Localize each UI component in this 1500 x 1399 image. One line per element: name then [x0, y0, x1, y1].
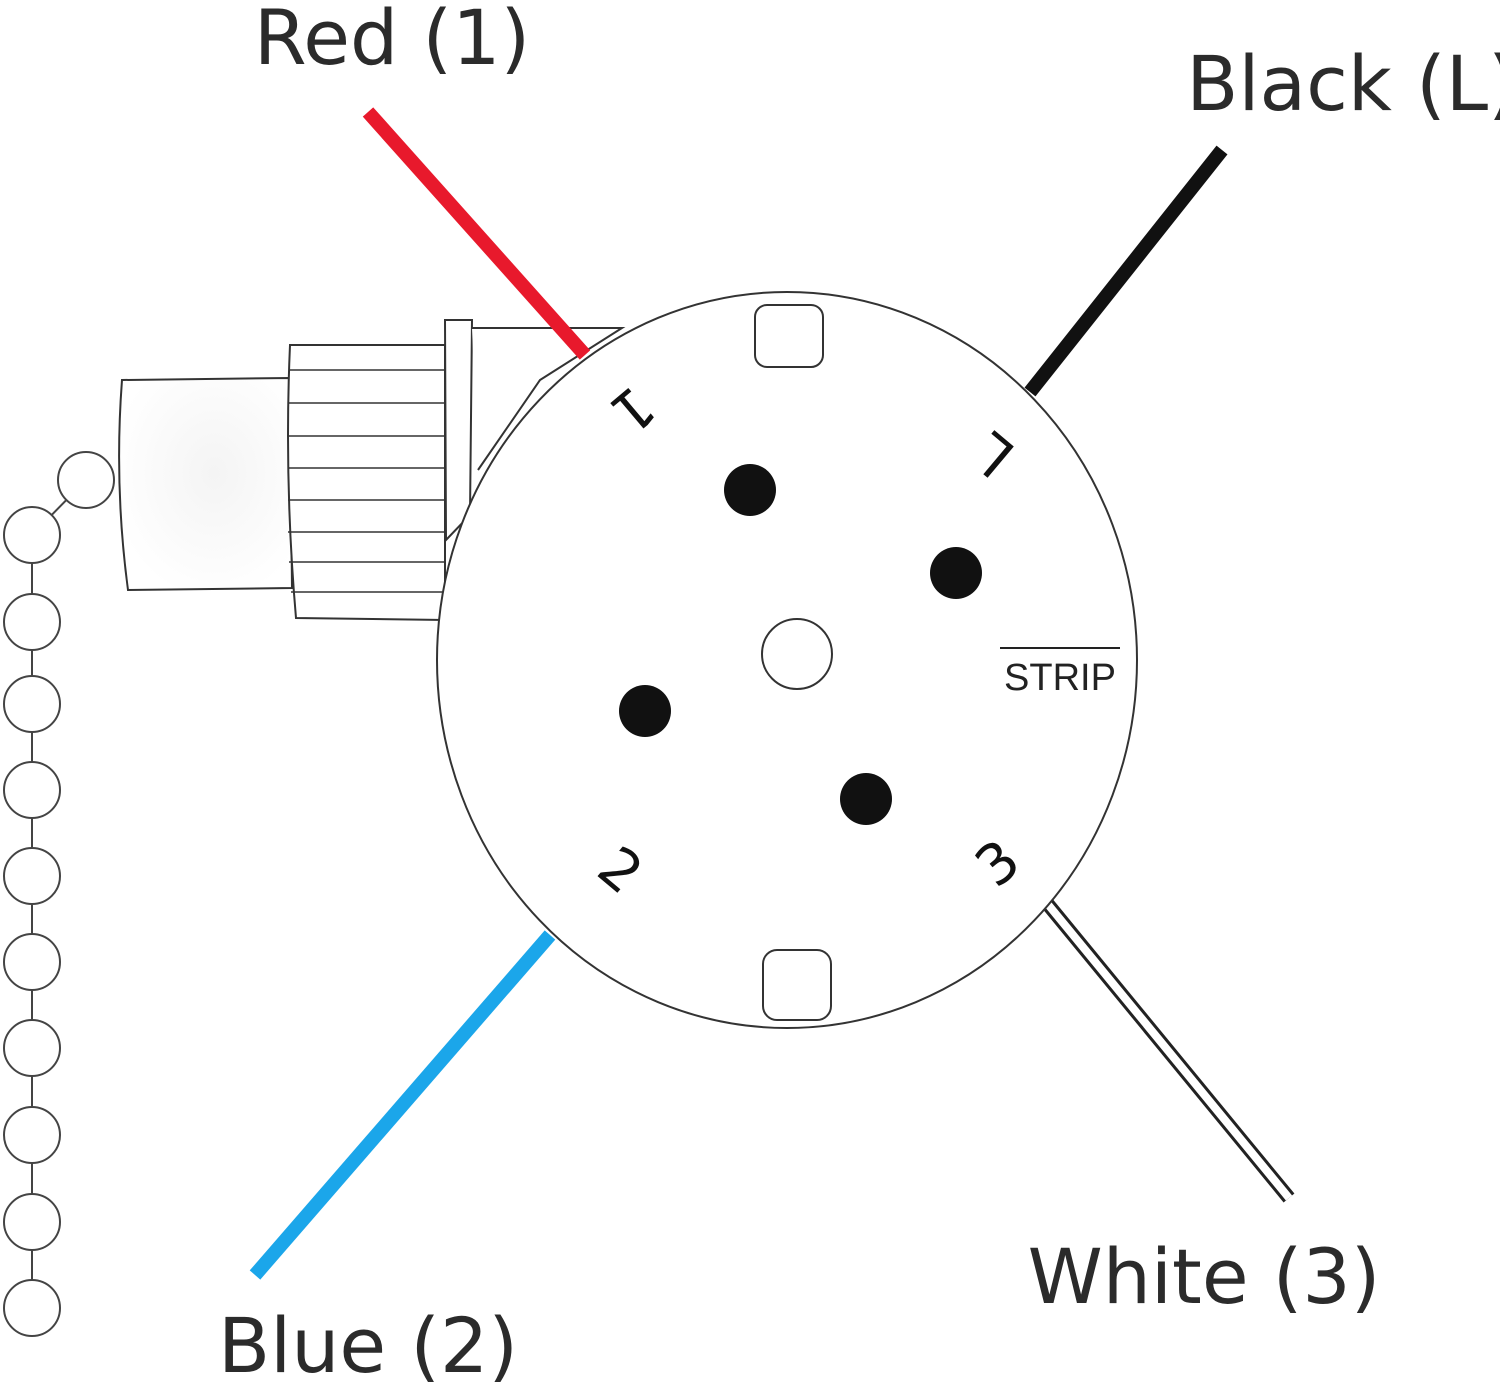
strip-label: STRIP — [1004, 657, 1116, 699]
contact-hole — [619, 685, 671, 737]
contact-hole — [840, 773, 892, 825]
switch-knob — [118, 319, 626, 622]
contact-hole — [724, 464, 776, 516]
wire-black — [1024, 145, 1228, 397]
top-tab — [754, 304, 824, 368]
chain-bead — [3, 593, 61, 651]
chain-bead — [3, 675, 61, 733]
knob-ribbed-collar — [287, 344, 446, 622]
chain-bead — [3, 506, 61, 564]
wire-red — [362, 107, 591, 360]
wire-white — [1040, 897, 1295, 1203]
chain-bead — [3, 761, 61, 819]
label-blue-wire: Blue (2) — [218, 1301, 518, 1390]
knob-ribs — [288, 369, 445, 593]
pull-chain — [3, 451, 115, 1337]
chain-bead — [3, 847, 61, 905]
label-black-wire: Black (L) — [1186, 39, 1500, 128]
chain-bead — [3, 1019, 61, 1077]
chain-bead — [3, 1279, 61, 1337]
chain-bead — [3, 933, 61, 991]
chain-bead — [57, 451, 115, 509]
center-shaft-hole — [761, 618, 833, 690]
knob-cap — [118, 376, 294, 592]
contact-hole — [930, 547, 982, 599]
label-red-wire: Red (1) — [254, 0, 530, 82]
chain-bead — [3, 1106, 61, 1164]
wire-blue — [249, 930, 556, 1280]
label-white-wire: White (3) — [1028, 1232, 1381, 1321]
bottom-tab — [762, 949, 832, 1021]
switch-body: STRIP — [436, 291, 1138, 1029]
chain-bead — [3, 1193, 61, 1251]
